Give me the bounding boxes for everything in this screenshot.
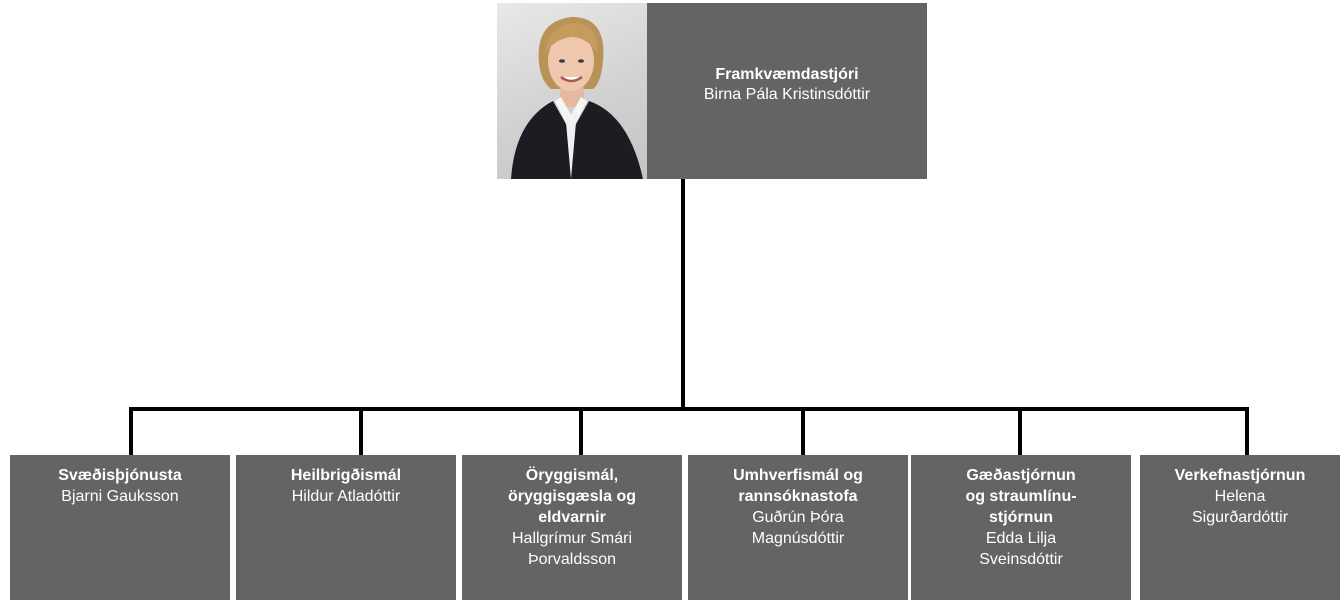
dept-head-name: Helena <box>1214 488 1266 505</box>
director-name: Birna Pála Kristinsdóttir <box>703 86 871 103</box>
dept-connector-4 <box>801 407 805 455</box>
portrait-photo-icon <box>511 17 643 179</box>
director-box: Framkvæmdastjóri Birna Pála Kristinsdótt… <box>497 3 927 179</box>
dept-head-name: Edda Lilja <box>985 530 1057 547</box>
dept-title: öryggisgæsla og <box>507 488 637 505</box>
dept-head-name: Sigurðardóttir <box>1191 509 1289 526</box>
dept-head-name: Hallgrímur Smári <box>511 530 632 547</box>
director-photo <box>497 3 647 179</box>
horizontal-connector <box>129 407 1249 411</box>
dept-head-name: Magnúsdóttir <box>751 530 845 547</box>
dept-box-gaedastjornun: Gæðastjórnun og straumlínu- stjórnun Edd… <box>911 455 1131 600</box>
director-title: Framkvæmdastjóri <box>715 66 859 83</box>
dept-title: stjórnun <box>989 509 1053 526</box>
dept-box-verkefnastjornun: Verkefnastjórnun Helena Sigurðardóttir <box>1140 455 1340 600</box>
dept-box-oryggismal: Öryggismál, öryggisgæsla og eldvarnir Ha… <box>462 455 682 600</box>
dept-connector-3 <box>579 407 583 455</box>
dept-head-name: Guðrún Þóra <box>752 509 844 526</box>
dept-head-name: Sveinsdóttir <box>979 551 1063 568</box>
dept-title: rannsóknastofa <box>738 488 858 505</box>
dept-head-name: Hildur Atladóttir <box>291 488 401 505</box>
dept-title: Svæðisþjónusta <box>58 467 182 484</box>
director-vertical-connector <box>681 179 685 409</box>
dept-connector-5 <box>1018 407 1022 455</box>
dept-connector-6 <box>1245 407 1249 455</box>
director-text: Framkvæmdastjóri Birna Pála Kristinsdótt… <box>647 3 927 179</box>
dept-connector-1 <box>129 407 133 455</box>
dept-title: Umhverfismál og <box>733 467 863 484</box>
dept-connector-2 <box>359 407 363 455</box>
dept-box-umhverfismal: Umhverfismál og rannsóknastofa Guðrún Þó… <box>688 455 908 600</box>
dept-head-name: Þorvaldsson <box>527 551 617 568</box>
dept-box-heilbrigdismal: Heilbrigðismál Hildur Atladóttir <box>236 455 456 600</box>
dept-title: Heilbrigðismál <box>290 467 402 484</box>
dept-head-name: Bjarni Gauksson <box>61 488 179 505</box>
dept-box-svaedisthjonusta: Svæðisþjónusta Bjarni Gauksson <box>10 455 230 600</box>
dept-title: Öryggismál, <box>525 467 619 484</box>
dept-title: Gæðastjórnun <box>966 467 1076 484</box>
dept-title: og straumlínu- <box>965 488 1077 505</box>
dept-title: eldvarnir <box>538 509 606 526</box>
dept-title: Verkefnastjórnun <box>1174 467 1306 484</box>
